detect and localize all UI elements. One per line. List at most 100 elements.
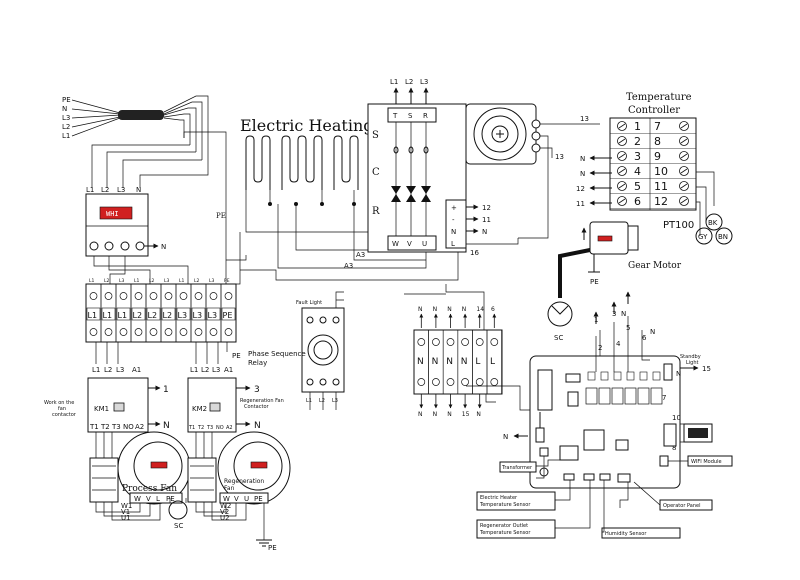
km2-t1: T1 bbox=[188, 425, 195, 431]
motor-sc-label: SC bbox=[554, 334, 563, 342]
relay-l3: L3 bbox=[332, 398, 338, 404]
process-fan-terminal bbox=[89, 457, 119, 503]
scr-top-t: T bbox=[392, 112, 398, 120]
board-top-5: 5 bbox=[626, 324, 630, 332]
tb1-label: L1 bbox=[103, 311, 113, 320]
standby-light-label-1: Standby bbox=[680, 354, 701, 360]
tb1-screw-bottom bbox=[224, 328, 233, 336]
heater-sensor-label-1: Electric Heater bbox=[480, 495, 518, 501]
tb1-screw-bottom bbox=[134, 328, 143, 336]
board-top-6: 6 bbox=[642, 334, 647, 342]
scr-bot-w: W bbox=[392, 240, 399, 248]
sc-label-fans: SC bbox=[174, 522, 183, 530]
peripherals: Transformer Electric Heater Temperature … bbox=[476, 455, 733, 539]
km2-t2: T2 bbox=[197, 425, 204, 431]
relay-l2: L2 bbox=[319, 398, 325, 404]
nl-label: N bbox=[432, 357, 439, 367]
supply-cable: PE N L3 L2 L1 bbox=[62, 95, 209, 168]
regen-fan-pe: PE bbox=[254, 495, 263, 503]
regen-sensor-label-2: Temperature Sensor bbox=[479, 530, 531, 536]
board-top-2: 2 bbox=[598, 344, 602, 352]
tb1-top-label: L3 bbox=[209, 278, 215, 284]
tb1-top-label: PE bbox=[224, 278, 230, 284]
phase-sequence-relay: Fault Light L1 L2 L3 Phase Sequence Rela… bbox=[248, 300, 345, 404]
regen-fan: Regeneration Fan W V U PE W2 V2 U2 bbox=[187, 431, 291, 522]
tc-wire-12: 12 bbox=[576, 185, 585, 193]
tb1-label: L1 bbox=[88, 311, 98, 320]
tb1-screw-top bbox=[104, 292, 113, 300]
board-wire-n: N bbox=[676, 370, 681, 378]
tb1-label: L1 bbox=[118, 311, 128, 320]
misc-wire-n: N bbox=[503, 433, 508, 441]
board-n-2: N bbox=[650, 328, 655, 336]
temperature-dial bbox=[465, 103, 541, 165]
nl-label: N bbox=[461, 357, 468, 367]
regen-fan-w: W bbox=[223, 495, 230, 503]
tb1-screw-top bbox=[224, 292, 233, 300]
tb1-label: L2 bbox=[133, 311, 143, 320]
tc-right-number: 7 bbox=[654, 120, 661, 133]
board-top-1: 1 bbox=[594, 316, 598, 324]
scr-letter-s: S bbox=[372, 130, 379, 141]
board-relay bbox=[585, 387, 598, 405]
breaker-l1: L1 bbox=[86, 186, 94, 194]
tb1-screw-bottom bbox=[119, 328, 128, 336]
scr-wire-16: 16 bbox=[470, 249, 479, 257]
scr-bot-v: V bbox=[407, 240, 412, 248]
humidity-sensor-box bbox=[601, 527, 681, 539]
process-fan-l: L bbox=[156, 495, 160, 503]
board-top-3: 3 bbox=[612, 310, 616, 318]
regen-fan-label-1: Regeneration bbox=[224, 478, 264, 485]
regen-fan-u: U bbox=[244, 495, 249, 503]
km2-a1: A1 bbox=[224, 366, 233, 374]
relay-label-1: Phase Sequence bbox=[248, 350, 306, 358]
scr-out-n: N bbox=[482, 228, 487, 236]
contactor-right: L1 L2 L3 A1 KM2 T1 T2 T3 NO A2 3 N Regen… bbox=[187, 366, 284, 433]
km2-l2: L2 bbox=[201, 366, 209, 374]
km1-side-label-1: Work on the bbox=[44, 400, 74, 406]
supply-n-label: N bbox=[62, 105, 67, 113]
km2-side-label-1: Regeneration Fan bbox=[240, 398, 284, 404]
temp-controller-title-1: Temperature bbox=[626, 92, 692, 103]
board-top-4: 4 bbox=[616, 340, 621, 348]
nl-top-wire: 6 bbox=[491, 306, 495, 313]
scr-out-l1: L1 bbox=[390, 78, 398, 86]
km2-l1: L1 bbox=[190, 366, 198, 374]
nl-top-wire: 14 bbox=[476, 306, 484, 313]
tc-left-number: 5 bbox=[634, 180, 641, 193]
board-relay bbox=[637, 387, 650, 405]
regen-fan-u2: U2 bbox=[220, 514, 230, 522]
km2-a2: A2 bbox=[226, 425, 233, 431]
km1-a1: A1 bbox=[132, 366, 141, 374]
tc-right-number: 10 bbox=[654, 165, 668, 178]
nl-label: L bbox=[490, 357, 495, 367]
tc-right-number: 12 bbox=[654, 195, 668, 208]
fault-light-label: Fault Light bbox=[296, 300, 322, 306]
tb1-screw-bottom bbox=[194, 328, 203, 336]
nl-top-wire: N bbox=[418, 306, 423, 313]
km2-side-label-2: Contactor bbox=[244, 404, 270, 410]
board-relay bbox=[598, 387, 611, 405]
tb1-screw-top bbox=[89, 292, 98, 300]
nl-label: N bbox=[446, 357, 453, 367]
sensor-color-bk: BK bbox=[708, 219, 718, 227]
tb1-screw-top bbox=[164, 292, 173, 300]
scr-bot-u: U bbox=[422, 240, 427, 248]
scr-side-n: N bbox=[451, 228, 456, 236]
nl-label: L bbox=[475, 357, 480, 367]
tb1-screw-top bbox=[209, 292, 218, 300]
tb1-top-label: L2 bbox=[149, 278, 155, 284]
tb1-label: L2 bbox=[163, 311, 173, 320]
scr-out-12: 12 bbox=[482, 204, 491, 212]
board-wire-7: 7 bbox=[662, 394, 666, 402]
transformer-label: Transformer bbox=[501, 465, 533, 471]
km1-out-1: 1 bbox=[163, 385, 169, 395]
terminal-block-1: L1L1L1L2L1L3L2L1L2L2L2L3L3L1L3L2L3L3PEPE… bbox=[85, 278, 241, 360]
km1-l3: L3 bbox=[116, 366, 124, 374]
scr-side-plus: + bbox=[451, 204, 457, 212]
board-relay bbox=[624, 387, 637, 405]
supply-pe-label: PE bbox=[62, 96, 71, 104]
tb1-screw-top bbox=[194, 292, 203, 300]
